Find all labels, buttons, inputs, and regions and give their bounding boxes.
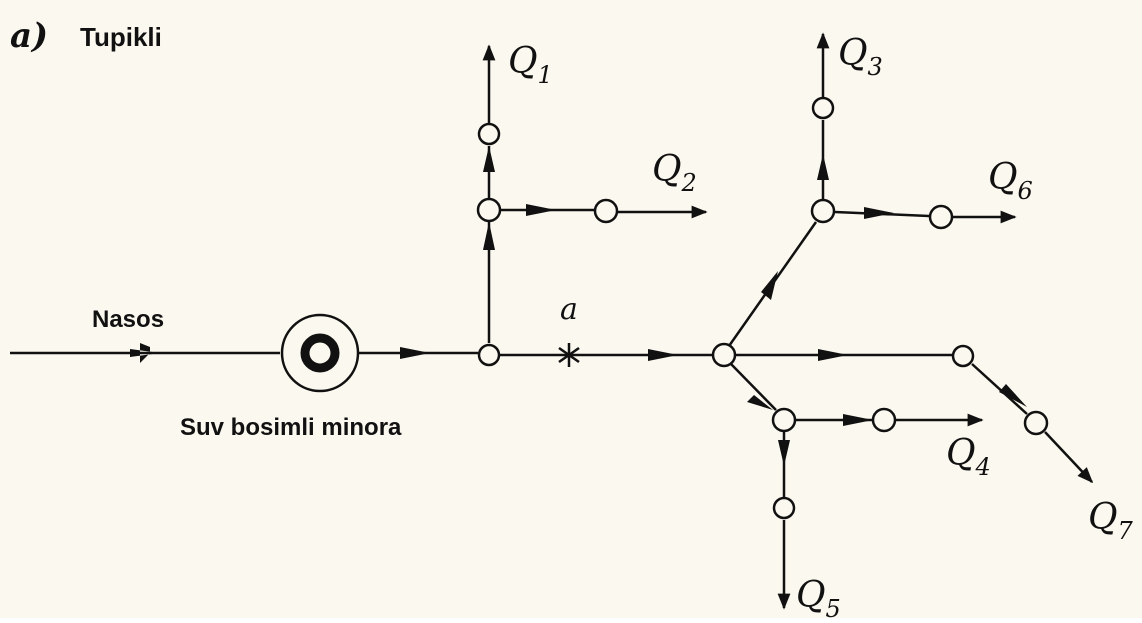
node bbox=[476, 197, 502, 223]
node bbox=[477, 122, 501, 146]
point-a-label: a bbox=[560, 292, 578, 327]
diagram-title: Tupikli bbox=[80, 22, 162, 52]
flow-arrow bbox=[526, 204, 556, 216]
q6-label: Q6 bbox=[988, 157, 1033, 205]
node bbox=[871, 407, 897, 433]
node bbox=[928, 204, 954, 230]
node bbox=[477, 343, 501, 367]
node bbox=[811, 96, 835, 120]
node bbox=[771, 407, 797, 433]
q4-label: Q4 bbox=[946, 433, 991, 481]
node bbox=[772, 496, 796, 520]
flow-arrow bbox=[818, 349, 848, 361]
point-a-marker bbox=[558, 343, 580, 367]
flow-arrow bbox=[483, 222, 495, 250]
q1-label: Q1 bbox=[508, 41, 553, 89]
q7-pipe bbox=[971, 363, 1028, 415]
flow-arrow bbox=[400, 347, 430, 359]
q7-pipe-end bbox=[1044, 431, 1094, 484]
tower-label: Suv bosimli minora bbox=[180, 414, 402, 441]
flow-arrow bbox=[747, 395, 773, 410]
pump-label: Nasos bbox=[92, 306, 165, 333]
node bbox=[711, 342, 737, 368]
node bbox=[951, 344, 975, 368]
node bbox=[593, 198, 619, 224]
q7-label: Q7 bbox=[1088, 497, 1133, 545]
flow-arrow bbox=[648, 349, 678, 361]
flow-arrow bbox=[843, 414, 873, 426]
water-tower-icon bbox=[280, 313, 360, 393]
diagonal-down-pipe bbox=[730, 363, 777, 411]
figure-tag: a) bbox=[10, 16, 49, 56]
flow-arrow bbox=[761, 271, 778, 300]
flow-arrow bbox=[999, 384, 1027, 407]
flow-arrow bbox=[864, 207, 894, 219]
node bbox=[1023, 410, 1049, 436]
node bbox=[810, 198, 836, 224]
flow-arrow bbox=[130, 343, 160, 363]
flow-arrow bbox=[817, 154, 829, 180]
flow-arrow bbox=[778, 440, 790, 466]
q5-label: Q5 bbox=[796, 575, 841, 623]
q2-label: Q2 bbox=[652, 149, 697, 197]
flow-arrow bbox=[483, 146, 495, 172]
q3-label: Q3 bbox=[838, 33, 883, 81]
